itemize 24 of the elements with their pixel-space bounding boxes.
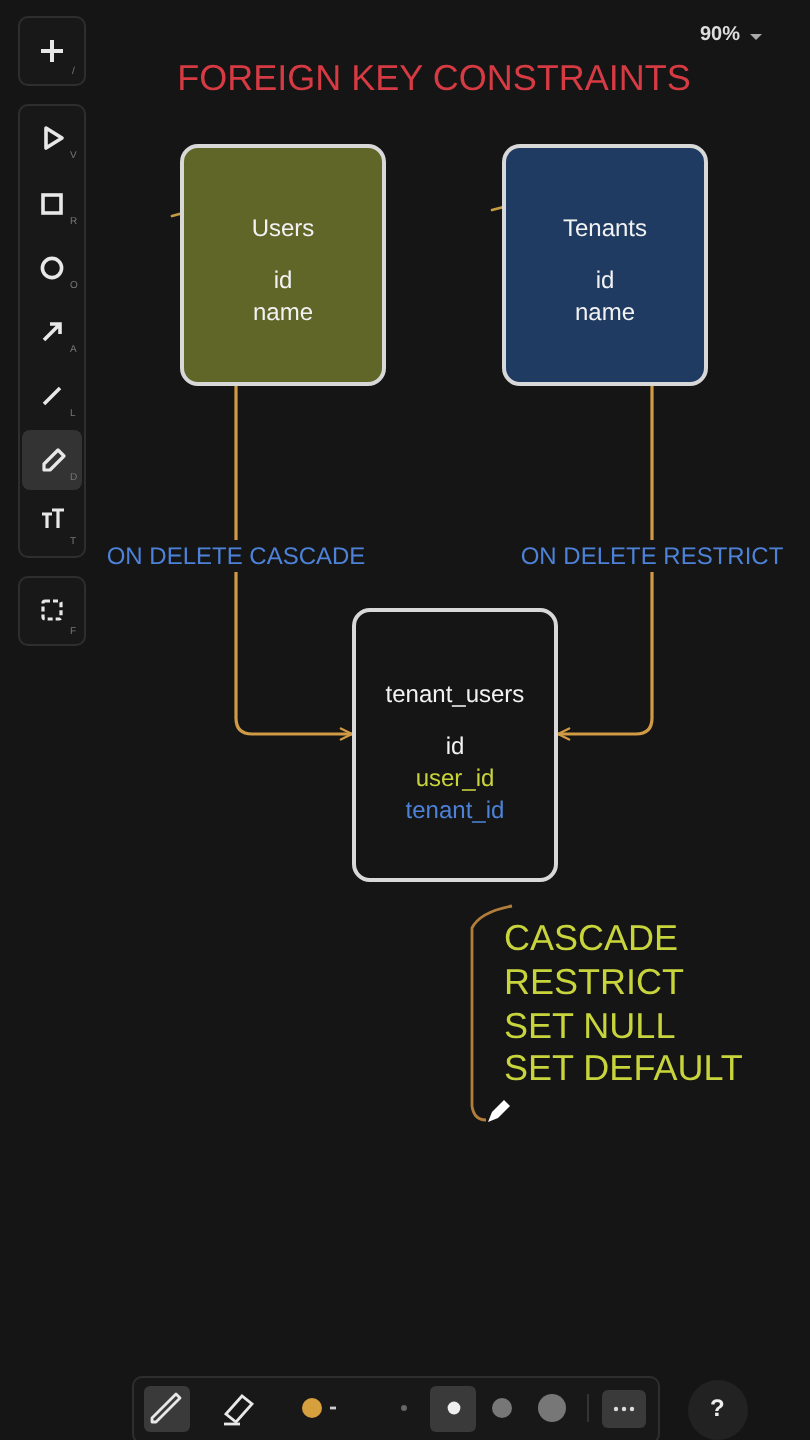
list-item: CASCADE (504, 918, 679, 960)
table-box (502, 144, 708, 386)
zoom-level: 90% (700, 24, 741, 46)
list-item: SET DEFAULT (504, 1048, 743, 1090)
column-name: name (574, 298, 636, 326)
diagram-title: FOREIGN KEY CONSTRAINTS (177, 58, 691, 100)
table-name: tenant_users (385, 680, 525, 708)
column-name: name (252, 298, 314, 326)
column-name: user_id (415, 764, 495, 792)
list-item: SET NULL (504, 1006, 676, 1048)
table-box (352, 608, 558, 882)
connector-arrow (556, 386, 654, 741)
column-name: id (595, 266, 615, 294)
edge-label: ON DELETE CASCADE (106, 540, 366, 572)
table-name: Tenants (562, 214, 648, 242)
column-name: tenant_id (405, 796, 505, 824)
edge-label: ON DELETE RESTRICT (520, 540, 784, 572)
connector-arrow (234, 386, 354, 741)
list-item: RESTRICT (504, 962, 684, 1004)
table-name: Users (251, 214, 315, 242)
help-label: ? (710, 1394, 725, 1422)
table-box (180, 144, 386, 386)
column-name: id (273, 266, 293, 294)
column-name: id (445, 732, 465, 760)
